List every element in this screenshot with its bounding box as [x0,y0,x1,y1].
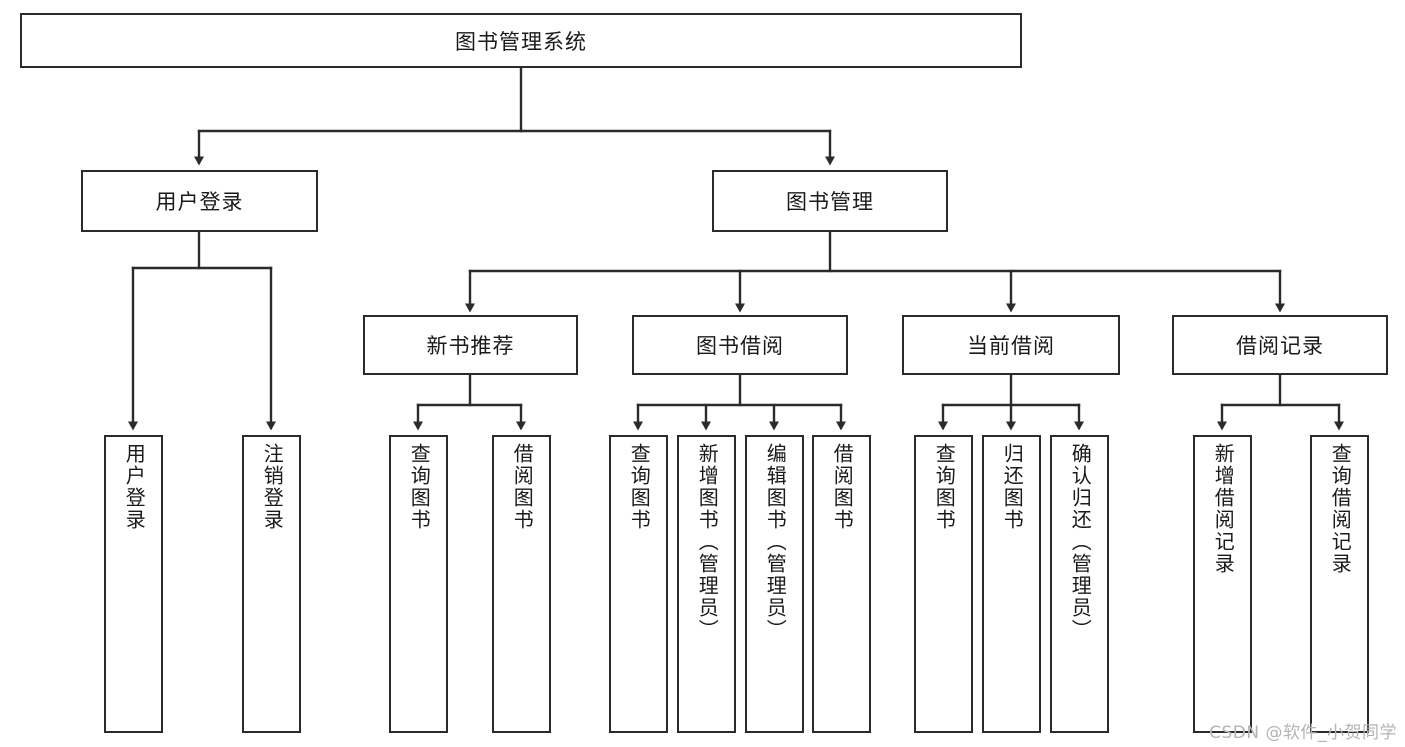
node-leaf-query-record-label: 查询借阅记录 [1328,443,1353,575]
node-leaf-add-book[interactable]: 新增图书（管理员） [677,435,736,733]
node-leaf-edit-book-label: 编辑图书（管理员） [763,443,788,641]
node-book-manage[interactable]: 图书管理 [712,170,948,232]
node-user-login[interactable]: 用户登录 [81,170,318,232]
node-leaf-logout[interactable]: 注销登录 [242,435,301,733]
node-user-login-label: 用户登录 [155,190,244,214]
node-leaf-query-book-3[interactable]: 查询图书 [914,435,973,733]
node-book-borrow-label: 图书借阅 [696,334,784,358]
node-leaf-user-login-label: 用户登录 [122,443,147,531]
node-leaf-borrow-book-2[interactable]: 借阅图书 [812,435,871,733]
node-leaf-borrow-book-1-label: 借阅图书 [510,443,535,531]
node-leaf-return-book-label: 归还图书 [1000,443,1025,531]
node-leaf-borrow-book-1[interactable]: 借阅图书 [492,435,551,733]
node-borrow-record[interactable]: 借阅记录 [1172,315,1388,375]
node-leaf-borrow-book-2-label: 借阅图书 [830,443,855,531]
node-leaf-query-book-2[interactable]: 查询图书 [609,435,668,733]
node-leaf-confirm-return[interactable]: 确认归还（管理员） [1050,435,1109,733]
node-leaf-add-record[interactable]: 新增借阅记录 [1193,435,1252,733]
node-leaf-query-book-1[interactable]: 查询图书 [389,435,448,733]
node-leaf-query-record[interactable]: 查询借阅记录 [1310,435,1369,733]
node-leaf-query-book-1-label: 查询图书 [407,443,432,531]
node-root[interactable]: 图书管理系统 [20,13,1022,68]
node-borrow-record-label: 借阅记录 [1236,334,1324,358]
node-leaf-query-book-2-label: 查询图书 [627,443,652,531]
node-leaf-add-book-label: 新增图书（管理员） [695,443,720,641]
node-new-book-rec[interactable]: 新书推荐 [363,315,578,375]
node-leaf-logout-label: 注销登录 [260,443,285,531]
node-leaf-return-book[interactable]: 归还图书 [982,435,1041,733]
node-book-borrow[interactable]: 图书借阅 [632,315,848,375]
node-leaf-edit-book[interactable]: 编辑图书（管理员） [745,435,804,733]
node-leaf-query-book-3-label: 查询图书 [932,443,957,531]
node-book-manage-label: 图书管理 [786,190,874,214]
node-root-label: 图书管理系统 [455,29,587,54]
node-new-book-rec-label: 新书推荐 [426,334,515,358]
node-leaf-confirm-return-label: 确认归还（管理员） [1068,443,1093,641]
node-current-borrow-label: 当前借阅 [967,334,1055,358]
node-leaf-user-login[interactable]: 用户登录 [104,435,163,733]
node-current-borrow[interactable]: 当前借阅 [902,315,1120,375]
watermark: CSDN @软件_小贺同学 [1209,723,1397,743]
node-leaf-add-record-label: 新增借阅记录 [1211,443,1236,575]
